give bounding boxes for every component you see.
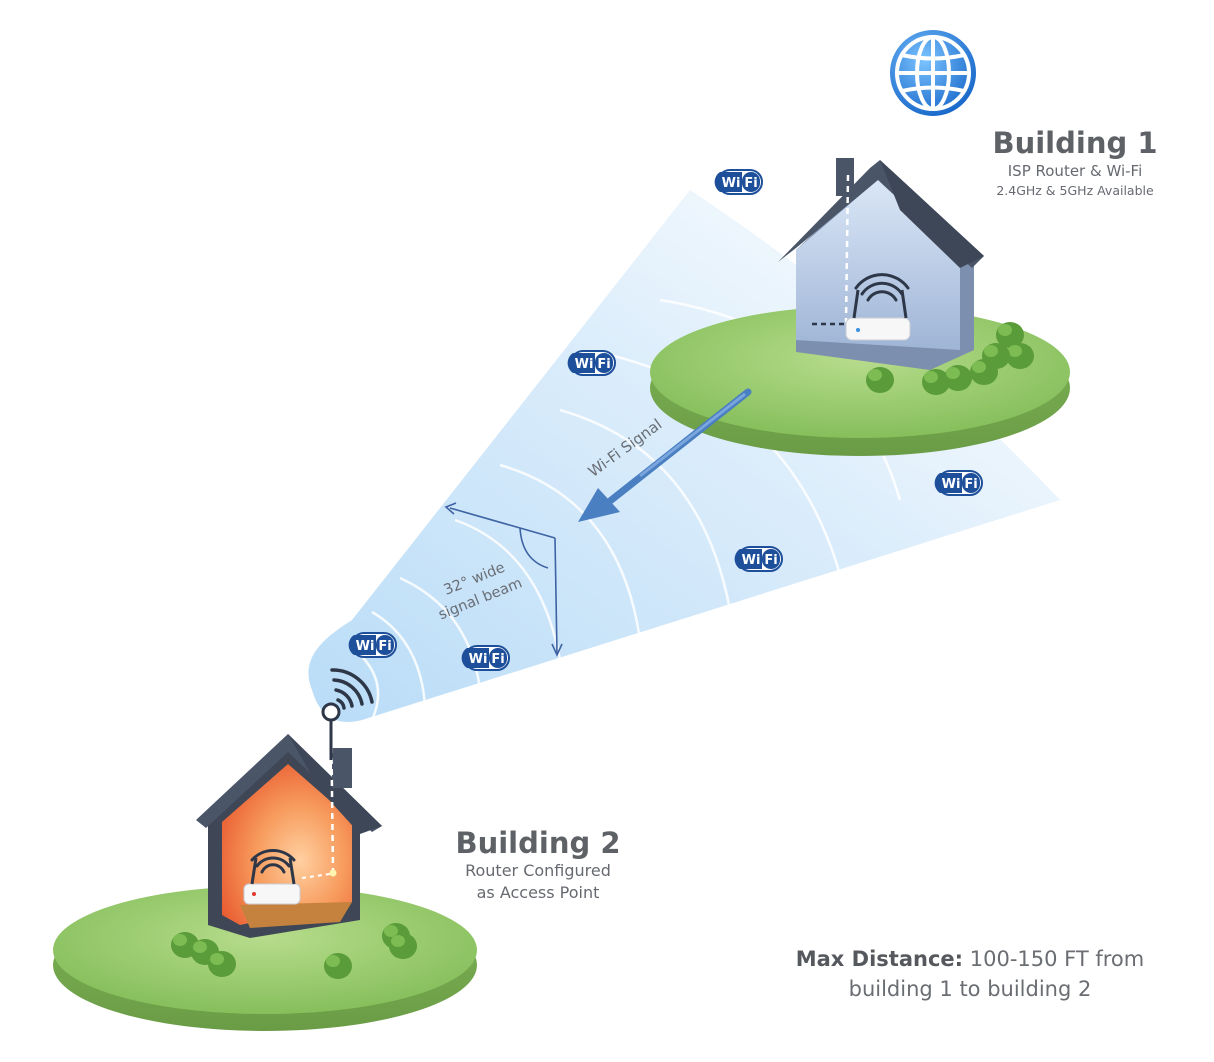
building-2-title: Building 2 (455, 826, 621, 860)
signal-beam (308, 190, 1061, 722)
access-point-router-icon (243, 857, 301, 905)
wifi-badge-icon: Wi Fi Wi Fi Wi Fi Wi Fi Wi Fi Wi Fi (347, 169, 983, 671)
access-point-wifi-waves-icon (250, 849, 296, 874)
svg-text:Fi: Fi (378, 639, 391, 654)
wifi-signal-arrow (578, 388, 752, 522)
max-distance-label: Max Distance: (795, 947, 964, 971)
svg-text:Wi: Wi (942, 477, 961, 492)
max-distance-value-line1: 100-150 FT from (969, 947, 1145, 971)
building-1-label: Building 1 ISP Router & Wi-Fi 2.4GHz & 5… (960, 126, 1190, 200)
svg-text:Fi: Fi (964, 477, 977, 492)
wifi-waves-icon (854, 273, 910, 302)
globe-icon (890, 30, 976, 116)
svg-text:Wi: Wi (722, 176, 741, 191)
building-2-subtitle-line2: as Access Point (476, 883, 600, 902)
building-1-title: Building 1 (992, 126, 1158, 160)
beam-wave-arcs (354, 298, 902, 721)
beam-angle-indicator (444, 502, 563, 657)
svg-text:Wi: Wi (742, 553, 761, 568)
svg-text:Fi: Fi (764, 553, 777, 568)
svg-text:Wi: Wi (356, 639, 375, 654)
svg-text:Fi: Fi (744, 176, 757, 191)
svg-text:Fi: Fi (597, 357, 610, 372)
svg-text:Wi: Wi (469, 652, 488, 667)
building-1-subtitle: ISP Router & Wi-Fi (1007, 162, 1143, 180)
building-2-label: Building 2 Router Configured as Access P… (420, 826, 656, 904)
building-1-detail: 2.4GHz & 5GHz Available (996, 183, 1154, 198)
max-distance-value-line2: building 1 to building 2 (848, 977, 1092, 1001)
antenna-icon (321, 668, 374, 760)
building-1-house (778, 158, 984, 370)
max-distance-note: Max Distance: 100-150 FT from building 1… (760, 944, 1180, 1004)
svg-text:Fi: Fi (491, 652, 504, 667)
building-2-subtitle-line1: Router Configured (465, 861, 611, 880)
building-2-island (53, 886, 477, 1031)
svg-text:Wi: Wi (575, 357, 594, 372)
